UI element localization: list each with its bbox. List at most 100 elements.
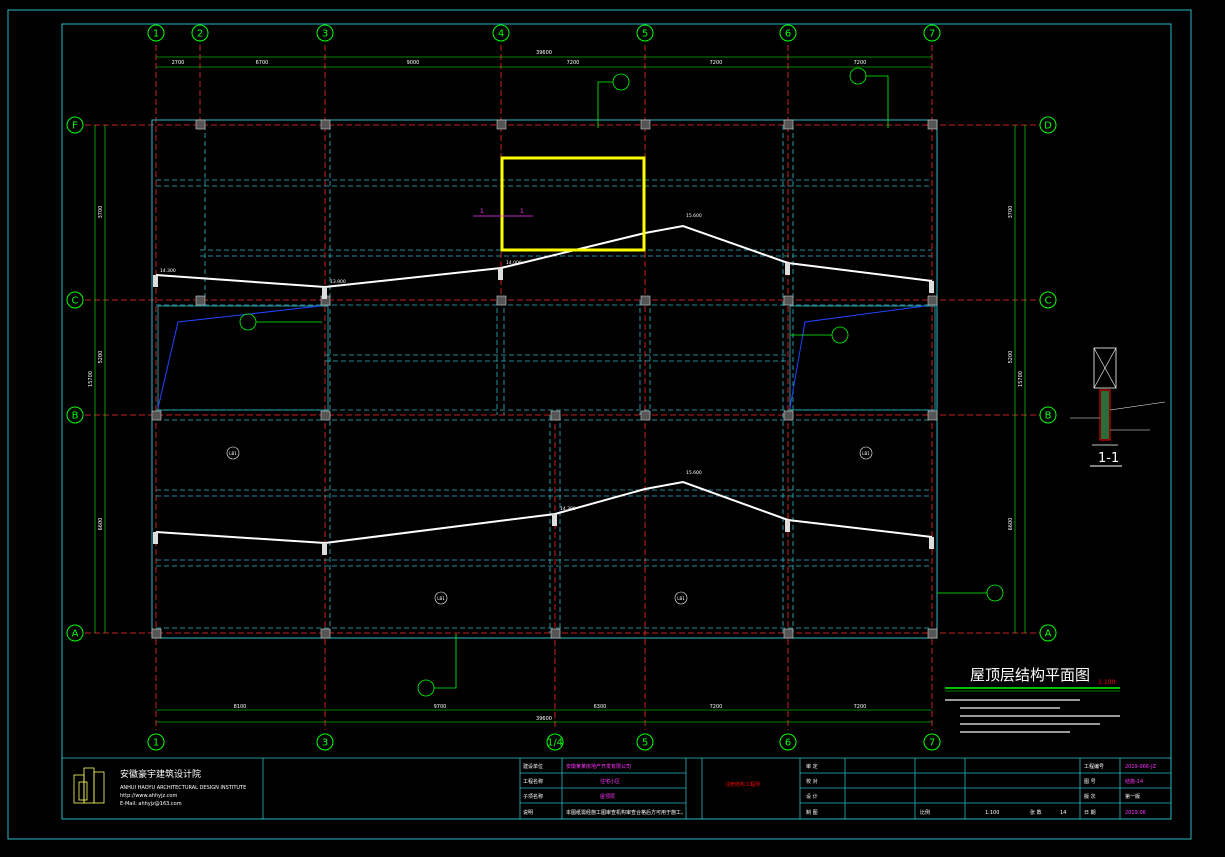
elevation-2: 13.900 xyxy=(330,279,346,285)
axis-bubble-top-3: 4 xyxy=(492,24,510,42)
dim-bottom-4: 7200 xyxy=(854,704,867,710)
elevation-0: 15.600 xyxy=(686,213,702,219)
section-detail-1-1 xyxy=(1070,347,1166,446)
axis-bubble-left-2-label: B xyxy=(72,411,79,422)
slab-mark-1 xyxy=(859,446,873,460)
tb-number-value: 2019-066-JZ xyxy=(1125,764,1157,770)
secondary-beams xyxy=(156,125,932,633)
axis-bubble-left-2: B xyxy=(66,406,84,424)
axis-bubble-bottom-5: 7 xyxy=(923,733,941,751)
dim-top-1: 6700 xyxy=(256,60,269,66)
dim-top-5: 7200 xyxy=(854,60,867,66)
dim-bottom-total: 39600 xyxy=(536,716,552,722)
tb-project-value: 安徽某某房地产开发有限公司 xyxy=(566,763,631,770)
beam-solid-frame xyxy=(157,305,936,411)
company-logo xyxy=(73,767,105,804)
axis-bubble-right-2: B xyxy=(1039,406,1057,424)
axis-bubble-bottom-0-label: 1 xyxy=(153,738,159,749)
elevation-3: 14.000 xyxy=(506,260,522,266)
drawing-scale: 1:100 xyxy=(1098,679,1115,686)
dim-right-0: 3700 xyxy=(1008,206,1014,219)
axis-grid xyxy=(85,45,1040,730)
ridge-posts xyxy=(153,263,934,555)
section-callouts xyxy=(239,67,1004,697)
axis-bubble-top-6: 7 xyxy=(923,24,941,42)
axis-bubble-left-3-label: A xyxy=(72,629,79,640)
dimension-lines xyxy=(94,56,1026,723)
axis-bubble-bottom-1: 3 xyxy=(316,733,334,751)
axis-bubble-bottom-4-label: 6 xyxy=(785,738,791,749)
tb-note-label: 说明 xyxy=(523,809,533,816)
axis-bubble-bottom-5-label: 7 xyxy=(929,738,935,749)
axis-bubble-top-1: 2 xyxy=(191,24,209,42)
dim-right-1: 5200 xyxy=(1008,351,1014,364)
dim-top-2: 9000 xyxy=(407,60,420,66)
roof-opening xyxy=(500,156,646,252)
axis-bubble-bottom-2-label: 1/4 xyxy=(547,738,563,749)
axis-bubble-bottom-1-label: 3 xyxy=(322,738,328,749)
tb-number-label: 工程编号 xyxy=(1084,763,1104,770)
tb-note-value: 本图纸需经施工图审查机构审查合格后方可用于施工。 xyxy=(566,809,686,816)
axis-bubble-right-2-label: B xyxy=(1045,411,1052,422)
axis-bubble-top-5-label: 6 xyxy=(785,29,791,40)
slab-mark-0 xyxy=(226,446,240,460)
axis-bubble-bottom-3-label: 5 xyxy=(642,738,648,749)
dim-top-0: 2700 xyxy=(172,60,185,66)
axis-bubble-left-1: C xyxy=(66,291,84,309)
dim-right-2: 6600 xyxy=(1008,518,1014,531)
dim-left-1: 5200 xyxy=(98,351,104,364)
tb-drawing-no-label: 图 号 xyxy=(1084,779,1096,785)
dim-bottom-0: 8100 xyxy=(234,704,247,710)
dim-top-4: 7200 xyxy=(710,60,723,66)
slab-mark-2 xyxy=(434,591,448,605)
axis-bubble-right-3: A xyxy=(1039,624,1057,642)
axis-bubble-bottom-0: 1 xyxy=(147,733,165,751)
tb-stamp-label: 注册结构工程师 xyxy=(725,781,760,788)
axis-bubble-top-4: 5 xyxy=(636,24,654,42)
axis-bubble-top-0: 1 xyxy=(147,24,165,42)
section-title: 1-1 xyxy=(1098,451,1119,466)
tb-version-label: 版 次 xyxy=(1084,793,1096,800)
axis-bubble-bottom-2: 1/4 xyxy=(546,733,564,751)
axis-bubble-top-0-label: 1 xyxy=(153,29,159,40)
slab-label-0: LB1 xyxy=(229,451,237,456)
tb-work-label: 工程名称 xyxy=(523,778,543,785)
tb-design: 设 计 xyxy=(806,793,818,800)
axis-bubble-right-3-label: A xyxy=(1045,629,1052,640)
tb-sheet-value: 14 xyxy=(1060,810,1066,816)
slab-label-2: LB1 xyxy=(437,596,445,601)
slab-label-3: LB1 xyxy=(677,596,685,601)
beam-label-left: 1 xyxy=(480,208,484,215)
tb-draw: 制 图 xyxy=(806,809,818,816)
roof-ridges xyxy=(155,224,933,545)
axis-bubble-top-2-label: 3 xyxy=(322,29,328,40)
axis-bubble-left-0-label: F xyxy=(72,121,78,132)
elevation-1: 14.300 xyxy=(160,268,176,274)
axis-bubble-top-4-label: 5 xyxy=(642,29,648,40)
slab-label-1: LB1 xyxy=(862,451,870,456)
slab-mark-3 xyxy=(674,591,688,605)
dim-top-total: 39600 xyxy=(536,50,552,56)
tb-sub-value: 屋顶层 xyxy=(600,794,615,800)
tb-version-value: 第一版 xyxy=(1125,793,1140,800)
tb-sheet-label: 张 数 xyxy=(1030,809,1042,816)
dim-bottom-1: 9700 xyxy=(434,704,447,710)
tb-scale-label: 比例 xyxy=(920,809,930,816)
company-email: E-Mail: ahhyjz@163.com xyxy=(120,801,182,807)
company-name-en: ANHUI HAOYU ARCHITECTURAL DESIGN INSTITU… xyxy=(120,785,246,791)
axis-bubble-top-6-label: 7 xyxy=(929,29,935,40)
tb-date-value: 2019.06 xyxy=(1125,810,1146,816)
tb-scale-value: 1:100 xyxy=(985,810,999,816)
company-name-cn: 安徽豪宇建筑设计院 xyxy=(120,768,201,780)
axis-bubble-right-0-label: D xyxy=(1044,121,1052,132)
axis-bubble-left-0: F xyxy=(66,116,84,134)
elevation-4: 15.600 xyxy=(686,470,702,476)
sheet-border-outer xyxy=(7,9,1192,840)
dim-left-total: 15700 xyxy=(88,371,94,387)
company-website: http://www.ahhyjz.com xyxy=(120,793,177,799)
dim-left-0: 3700 xyxy=(98,206,104,219)
axis-bubble-top-5: 6 xyxy=(779,24,797,42)
dim-bottom-3: 7200 xyxy=(710,704,723,710)
columns xyxy=(151,119,938,639)
